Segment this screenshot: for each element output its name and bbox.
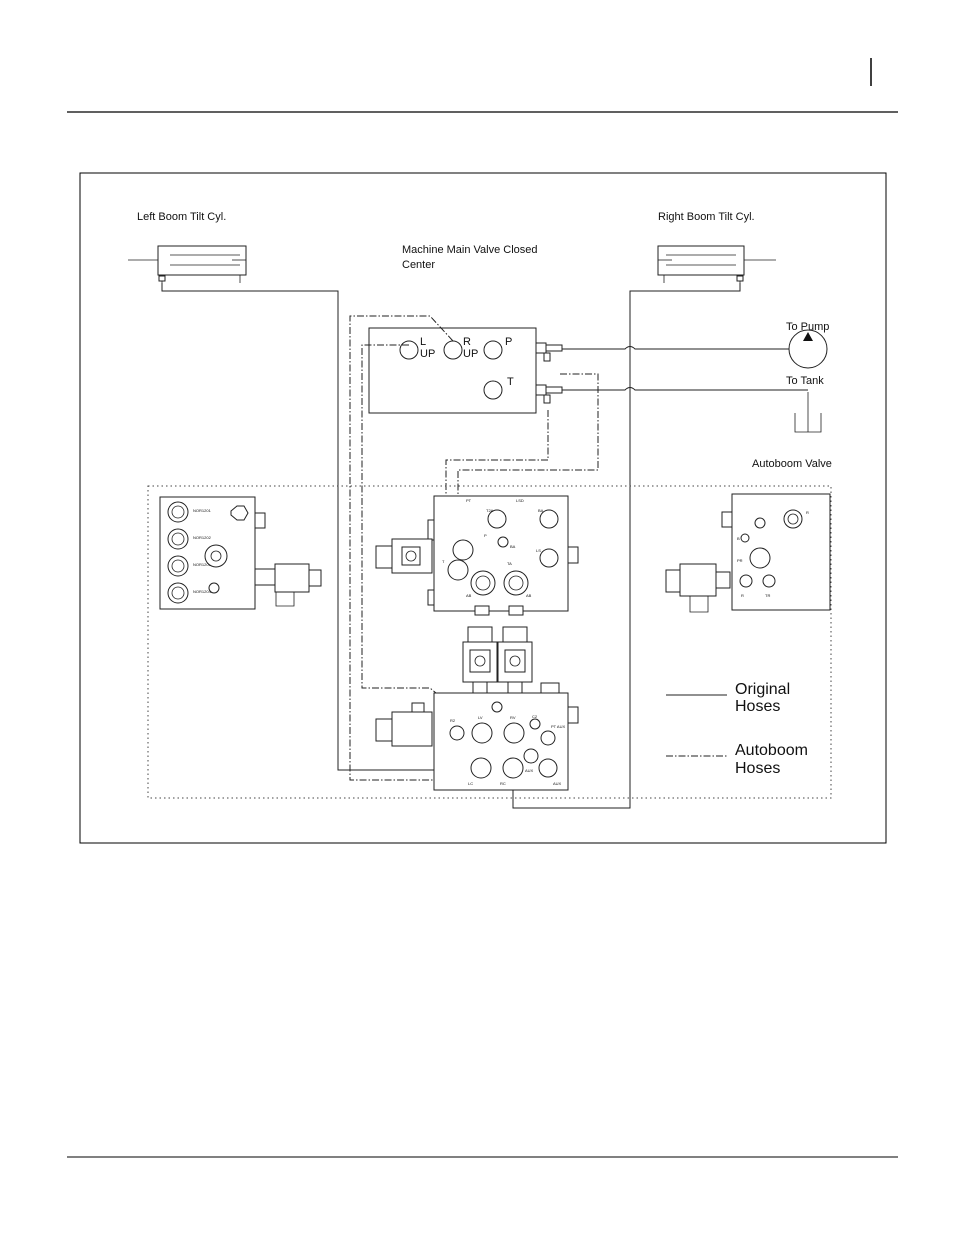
autoboom-valve-label: Autoboom Valve: [752, 458, 832, 470]
to-tank-label: To Tank: [786, 375, 824, 387]
right-solenoid: [666, 564, 730, 612]
center-solenoid: [376, 539, 432, 573]
port-l-label: L: [420, 336, 426, 348]
lower-solenoid: [376, 703, 432, 746]
port-t: [484, 381, 502, 399]
port-r-up: [444, 341, 462, 359]
right-port-r: R: [806, 510, 809, 515]
port-l-up: [400, 341, 418, 359]
port-r-label: R: [463, 336, 471, 348]
port-l-up-label: UP: [420, 348, 435, 360]
legend-autoboom-label-2: Hoses: [735, 760, 780, 777]
center-port-ab-left: AB: [466, 593, 472, 598]
left-solenoid: [255, 564, 321, 606]
lower-port-lc: LC: [468, 781, 473, 786]
lower-port-r2: R2: [450, 718, 456, 723]
right-port-tr: TR: [765, 593, 770, 598]
center-port-ab-right: AB: [526, 593, 532, 598]
center-port-ba: BA: [538, 508, 544, 513]
lower-port-rc: RC: [500, 781, 506, 786]
right-tilt-cylinder: [658, 246, 776, 283]
right-port-r2: R: [741, 593, 744, 598]
lower-autoboom-valve: LV RV LC RC AUX PT AUX AUX R2 C2: [376, 683, 578, 790]
center-port-ba2: BA: [510, 544, 516, 549]
legend: Original Hoses Autoboom Hoses: [666, 681, 808, 777]
left-port-label-1: NOR1201: [193, 508, 212, 513]
legend-autoboom-label-1: Autoboom: [735, 742, 808, 759]
dual-solenoid-stack: [463, 627, 532, 694]
machine-main-valve: L UP R UP P T: [369, 328, 562, 413]
left-valve-block: NOR1201 NOR1202 NOR1203 NOR1204: [160, 497, 321, 609]
tank-symbol: [795, 392, 821, 432]
main-valve-label-line2: Center: [402, 259, 435, 271]
lower-port-pt-aux: PT AUX: [551, 724, 565, 729]
lower-port-rv: RV: [510, 715, 516, 720]
right-cylinder-label: Right Boom Tilt Cyl.: [658, 211, 755, 223]
left-port-label-2: NOR1202: [193, 535, 212, 540]
center-port-lsd: LSD: [516, 498, 524, 503]
lower-port-lv: LV: [478, 715, 483, 720]
left-tilt-cylinder: [128, 246, 246, 283]
pressure-tee-fitting: [536, 343, 562, 361]
right-port-b: B: [737, 536, 740, 541]
port-p-label: P: [505, 336, 512, 348]
pump-symbol: [789, 330, 827, 368]
lower-port-c2: C2: [532, 714, 538, 719]
left-port-label-4: NOR1204: [193, 589, 212, 594]
port-r-up-label: UP: [463, 348, 478, 360]
center-port-ta: TA: [507, 561, 512, 566]
center-port-t2a: T2A: [486, 508, 494, 513]
left-cylinder-label: Left Boom Tilt Cyl.: [137, 211, 226, 223]
center-autoboom-valve: PT LSD T2A BA P BA T LS AB TA AB: [376, 496, 578, 615]
legend-original-label-2: Hoses: [735, 698, 780, 715]
tank-tee-fitting: [536, 385, 562, 403]
center-port-p: P: [484, 533, 487, 538]
right-port-pr: PR: [737, 558, 743, 563]
lower-port-aux1: AUX: [525, 768, 534, 773]
port-p: [484, 341, 502, 359]
legend-original-label-1: Original: [735, 681, 790, 698]
main-valve-label-line1: Machine Main Valve Closed: [402, 244, 538, 256]
center-port-ls: LS: [536, 548, 541, 553]
right-valve-block: R B PR R TR: [666, 494, 830, 612]
center-port-pt: PT: [466, 498, 472, 503]
port-t-label: T: [507, 376, 514, 388]
lower-port-aux2: AUX: [553, 781, 562, 786]
